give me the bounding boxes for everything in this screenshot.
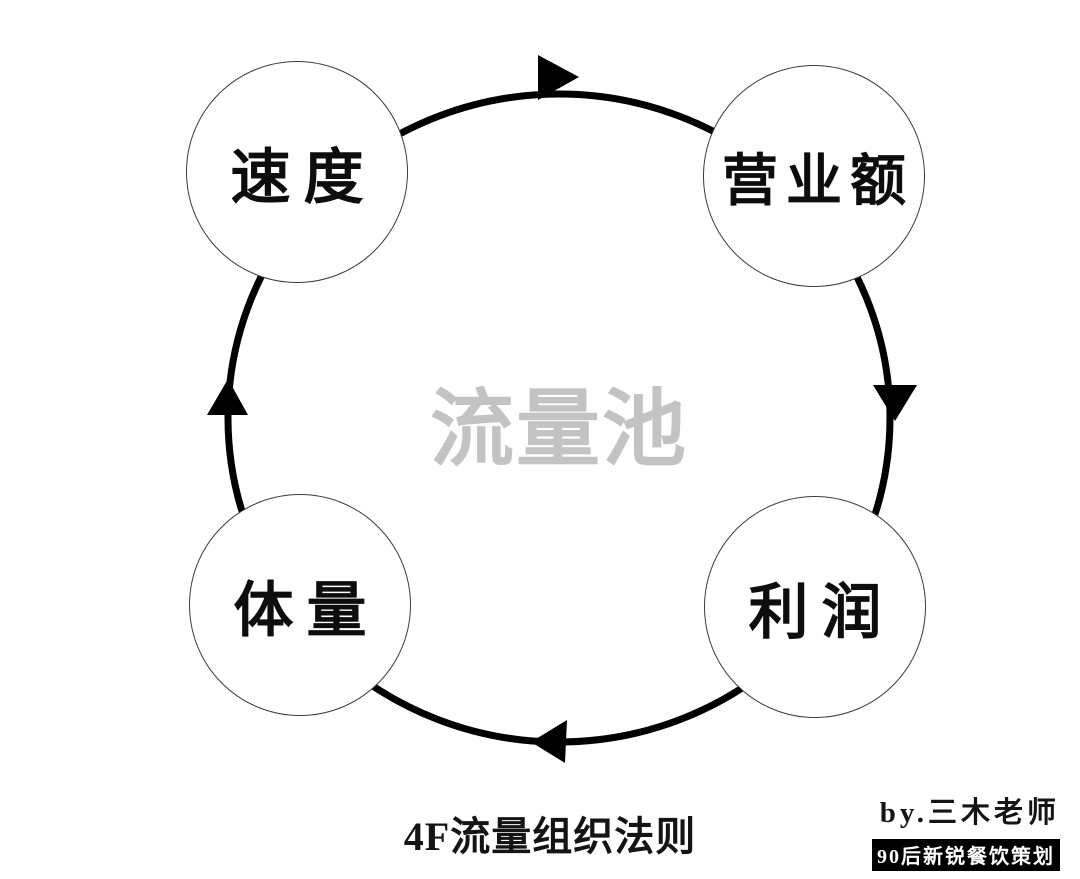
- arrow-speed-to-revenue-icon: [538, 55, 579, 100]
- node-volume-label: 体量: [233, 577, 380, 644]
- node-revenue: 营业额: [703, 65, 925, 287]
- node-speed-label: 速度: [230, 144, 377, 211]
- credit-byline: by.三木老师: [879, 797, 1060, 829]
- node-revenue-label: 营业额: [722, 150, 914, 213]
- center-label-traffic-pool: 流量池: [429, 384, 689, 477]
- node-speed: 速度: [186, 61, 408, 283]
- credit-tagline: 90后新锐餐饮策划: [872, 839, 1060, 871]
- node-profit-label: 利润: [748, 579, 895, 646]
- arrow-revenue-to-profit-icon: [873, 385, 917, 421]
- node-profit: 利润: [704, 496, 926, 718]
- node-volume: 体量: [189, 494, 411, 716]
- arrow-profit-to-volume-icon: [531, 720, 567, 763]
- diagram-title: 4F流量组织法则: [403, 814, 697, 859]
- credit-block: by.三木老师 90后新锐餐饮策划: [872, 789, 1060, 871]
- arrow-volume-to-speed-icon: [207, 379, 248, 415]
